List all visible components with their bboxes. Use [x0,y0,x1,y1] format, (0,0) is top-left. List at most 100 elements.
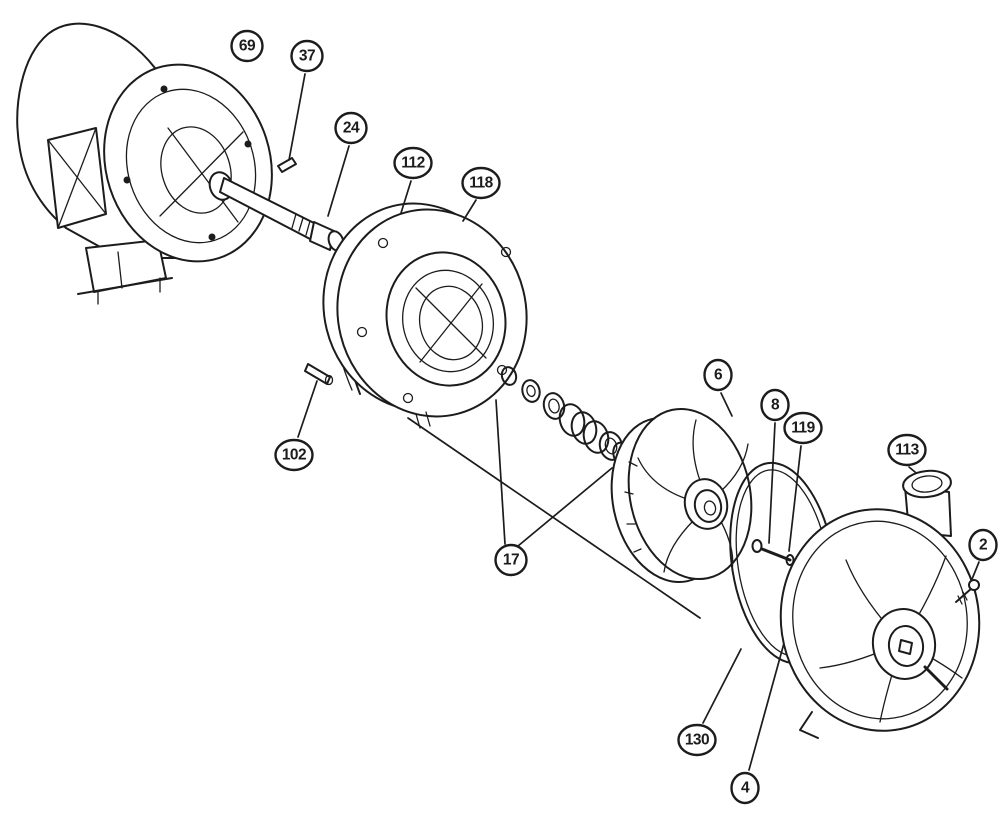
seal-o-ring [500,366,518,386]
impeller-vanes [637,419,749,573]
callout-118-leader [462,199,477,222]
motor-bolt [244,140,252,148]
callout-112-number: 112 [401,155,425,172]
callout-102-leader [297,380,318,438]
discharge-port-flange [902,469,952,499]
callout-112: 112 [393,146,433,180]
casing-ribs [819,555,963,723]
impeller-hub-inner [693,489,723,523]
seal-washer [521,379,541,403]
motor [16,22,273,305]
dowel-pin [304,363,334,386]
callout-37-leader [288,73,306,161]
dowel-pin-end [324,374,334,386]
motor-foot [85,239,167,293]
seal-plate-bolt-hole [377,237,389,249]
callout-2: 2 [968,528,998,562]
motor-face-cross-lines [159,127,244,223]
callout-4-circle [730,771,760,805]
callout-8: 8 [760,388,790,422]
seal-plate-bolt-hole [356,326,368,338]
motor-shaft [219,157,345,252]
callout-24-leader [327,145,350,217]
seal-plate-register [401,269,495,373]
callout-2-number: 2 [979,537,987,554]
shaft-key [277,157,297,173]
shaft-sleeve-nut [309,221,335,251]
leader-line [407,417,701,619]
callout-130-leader [702,648,742,724]
seal-plate-bolt-hole [500,246,512,258]
callout-6: 6 [703,358,733,392]
seal-plate-bore [418,285,484,361]
seal-plate-bolt-hole [402,392,414,404]
callout-130-number: 130 [685,732,709,749]
callout-69: 69 [230,29,264,63]
seal-spring-coil [558,403,586,437]
seal-spring-coil [582,420,610,454]
casing-screw [955,579,980,605]
callout-4: 4 [730,771,760,805]
seal-spring-coil [570,411,598,445]
callout-24-number: 24 [343,120,360,137]
callout-17-leader [517,467,613,547]
callout-37: 37 [290,39,324,73]
shaft-threads [291,213,311,236]
seal-plate-boss [385,251,507,387]
callout-2-circle [968,528,998,562]
callout-4-number: 4 [741,780,750,797]
stud-tip [785,554,795,566]
motor-junction-box-detail [47,127,107,229]
callout-6-number: 6 [714,367,723,384]
impeller-rim-ticks [624,461,642,553]
callout-119-circle [783,411,823,445]
discharge-port-bore [911,475,943,493]
callout-112-circle [393,146,433,180]
leader-lines-layer [288,73,980,771]
callout-17-number: 17 [503,552,519,569]
seal-seat-hole [604,437,618,455]
motor-base-plate [77,277,173,295]
callout-102: 102 [274,438,314,472]
callout-113-number: 113 [895,442,919,459]
impeller-bore [703,500,717,516]
callout-118: 118 [461,166,501,200]
callout-17: 17 [494,543,528,577]
callout-17-leader [495,399,506,545]
seal-plate-cross-lines [415,283,487,363]
callout-24: 24 [334,111,368,145]
callout-102-circle [274,438,314,472]
callout-17-circle [494,543,528,577]
motor-face-inner-ring [160,126,232,214]
seal-plate-front-rim [336,208,528,418]
callout-119: 119 [783,411,823,445]
callout-102-number: 102 [282,447,306,464]
callout-69-number: 69 [239,38,256,55]
mechanical-seal-parts [500,366,632,467]
motor-foot-detail [97,251,161,305]
casing-inner-rim [792,520,968,720]
callout-69-circle [230,29,264,63]
callout-37-number: 37 [299,48,315,65]
callout-119-leader [788,445,802,552]
screw-head [968,579,980,591]
hub-pointer-line [923,665,949,691]
casing-hub-bolt [898,639,913,655]
impeller [610,407,753,584]
motor-face-ring [125,88,257,244]
callout-118-number: 118 [469,175,493,192]
casing-bottom-lug [799,711,819,739]
motor-bolt [160,85,168,93]
callout-8-circle [760,388,790,422]
callout-130: 130 [677,723,717,757]
stud-head [751,539,763,553]
callout-8-number: 8 [771,397,780,414]
seal-washer-hole [526,384,536,398]
callout-6-leader [720,392,733,417]
seal-head [542,392,566,420]
callout-130-circle [677,723,717,757]
callout-37-circle [290,39,324,73]
motor-bolt [123,176,131,184]
